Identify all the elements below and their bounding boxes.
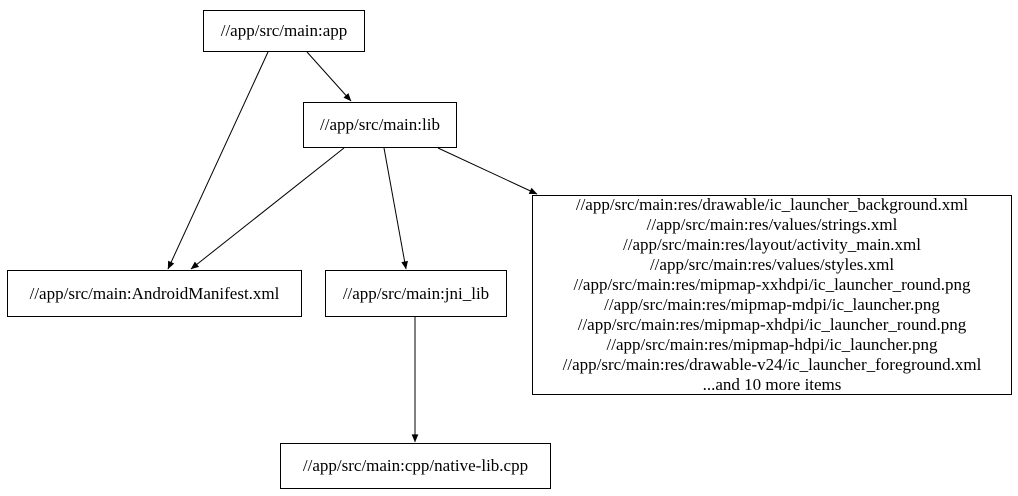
resource-item: //app/src/main:res/values/strings.xml	[646, 215, 898, 234]
edge-app-to-lib	[306, 51, 352, 102]
node-jni-lib: //app/src/main:jni_lib	[325, 270, 507, 317]
node-app-label: //app/src/main:app	[220, 21, 348, 40]
node-lib: //app/src/main:lib	[303, 102, 457, 148]
resource-item: //app/src/main:res/drawable/ic_launcher_…	[575, 195, 969, 214]
resource-item: //app/src/main:res/layout/activity_main.…	[623, 235, 921, 254]
resource-item-more: ...and 10 more items	[702, 375, 842, 394]
resource-item: //app/src/main:res/mipmap-xhdpi/ic_launc…	[577, 315, 967, 334]
resource-item: //app/src/main:res/values/styles.xml	[649, 255, 895, 274]
node-android-manifest: //app/src/main:AndroidManifest.xml	[7, 270, 302, 317]
resource-item: //app/src/main:res/mipmap-hdpi/ic_launch…	[606, 335, 938, 354]
node-native-lib-cpp: //app/src/main:cpp/native-lib.cpp	[280, 443, 551, 489]
node-native-lib-cpp-label: //app/src/main:cpp/native-lib.cpp	[302, 456, 529, 475]
edge-lib-to-jni-lib	[383, 147, 408, 270]
node-resources-group: //app/src/main:res/drawable/ic_launcher_…	[532, 195, 1012, 395]
resource-item: //app/src/main:res/drawable-v24/ic_launc…	[562, 355, 982, 374]
edge-app-to-android-manifest	[167, 51, 269, 270]
node-jni-lib-label: //app/src/main:jni_lib	[342, 283, 490, 303]
node-android-manifest-label: //app/src/main:AndroidManifest.xml	[29, 283, 280, 303]
edge-lib-to-resources	[437, 147, 538, 195]
resource-item: //app/src/main:res/mipmap-xxhdpi/ic_laun…	[573, 275, 971, 294]
edge-lib-to-android-manifest	[190, 147, 345, 270]
node-app: //app/src/main:app	[203, 10, 365, 52]
resource-item: //app/src/main:res/mipmap-mdpi/ic_launch…	[604, 295, 940, 314]
node-lib-label: //app/src/main:lib	[320, 115, 440, 134]
